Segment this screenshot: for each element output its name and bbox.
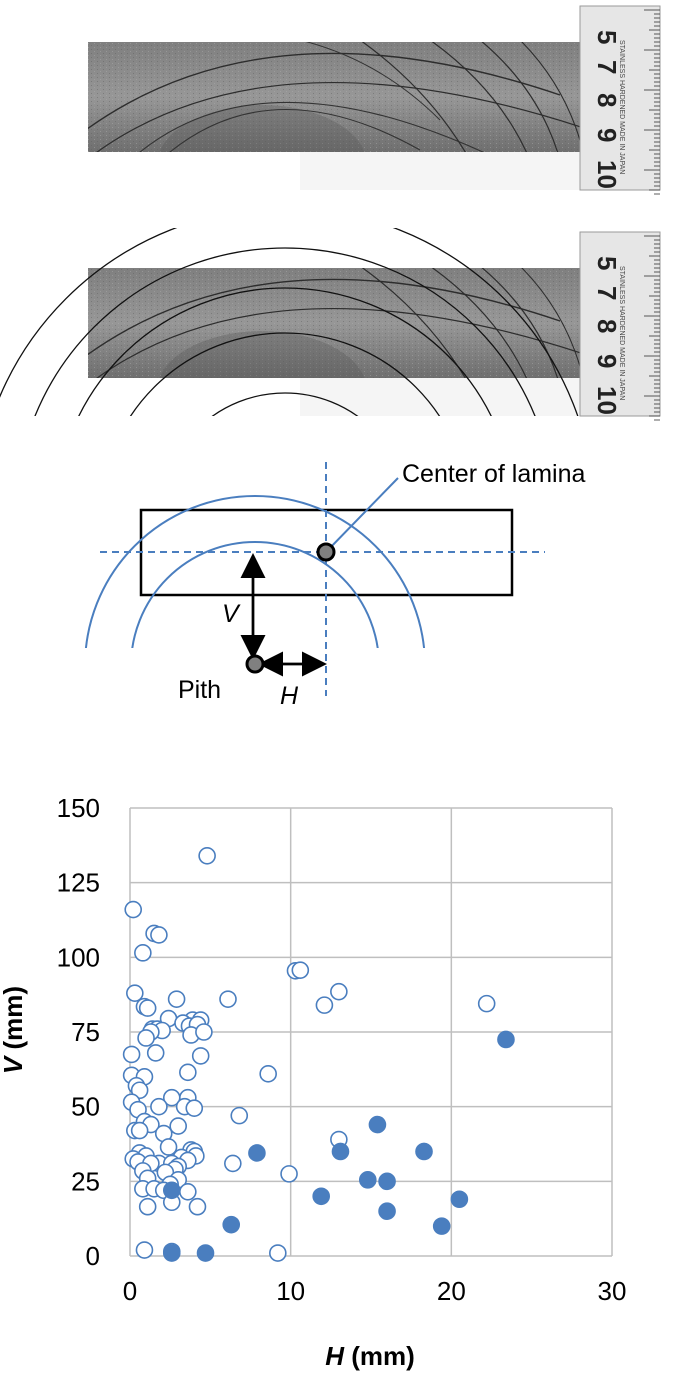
data-point-open	[179, 1063, 197, 1082]
pith-label: Pith	[178, 676, 221, 704]
data-point-open	[150, 1097, 168, 1116]
data-point-open	[179, 1182, 197, 1201]
lamina-wood	[88, 42, 580, 152]
x-tick-label: 20	[437, 1276, 466, 1306]
data-point-filled	[162, 1181, 181, 1200]
data-point-open	[124, 900, 143, 919]
data-point-open	[134, 944, 152, 962]
data-point-open	[191, 1047, 210, 1065]
ruler-digit: 5	[592, 30, 622, 44]
data-point-open	[122, 1045, 141, 1064]
data-point-filled	[378, 1172, 396, 1191]
ruler-brand-text: STAINLESS HARDENED MADE IN JAPAN	[618, 40, 625, 174]
ruler-brand-text: STAINLESS HARDENED MADE IN JAPAN	[618, 266, 625, 400]
fitted-ring-circles	[0, 228, 579, 416]
ruler-digit: 8	[592, 319, 622, 333]
ruler-digit: 9	[592, 128, 622, 142]
ring-arcs	[84, 495, 426, 648]
y-tick-label: 125	[57, 868, 100, 898]
h-label: H	[280, 682, 299, 710]
data-point-filled	[415, 1142, 433, 1161]
data-point-filled	[196, 1244, 215, 1262]
lamina-center-marker	[316, 542, 336, 562]
ruler: 5 7 8 9 10 STAINLESS HARDENED MADE IN JA…	[579, 231, 661, 421]
data-point-open	[195, 1023, 213, 1041]
pith-position-scatter-chart: 0 25 50 75 100 125 150 0 10 20 30 H (mm) V (mm)	[0, 793, 627, 1371]
x-axis-label: H (mm)	[325, 1341, 415, 1371]
ruler-digit: 7	[592, 60, 622, 74]
data-point-filled	[331, 1142, 350, 1161]
center-leader-line	[325, 477, 399, 553]
ruler-digit: 5	[592, 256, 622, 270]
data-point-open	[269, 1244, 287, 1262]
y-axis-label: V (mm)	[0, 986, 28, 1074]
lamina-photo-top: 5 7 8 9 10 STAINLESS HARDENED MADE IN JA…	[88, 0, 661, 195]
data-point-open	[280, 1165, 298, 1183]
ruler-digit: 7	[592, 286, 622, 300]
x-tick-label: 10	[276, 1276, 305, 1306]
data-point-filled	[358, 1171, 377, 1189]
data-point-open	[188, 1197, 207, 1216]
data-point-open	[198, 846, 216, 865]
data-point-open	[230, 1106, 249, 1125]
data-point-filled	[162, 1244, 181, 1262]
pith-offset-schematic: Center of lamina V H Pith	[84, 460, 586, 710]
center-of-lamina-label: Center of lamina	[402, 460, 586, 488]
data-point-open	[330, 982, 348, 1001]
data-point-filled	[222, 1215, 241, 1234]
x-tick-label: 0	[123, 1276, 137, 1306]
background-band-lower	[300, 150, 580, 190]
data-point-open	[150, 926, 168, 944]
pith-marker	[245, 654, 265, 674]
data-point-open	[138, 1197, 157, 1216]
y-axis-variable: V	[0, 1054, 28, 1074]
data-point-open	[224, 1154, 242, 1173]
data-point-open	[130, 1081, 149, 1100]
data-point-filled	[312, 1187, 330, 1206]
data-point-open	[130, 1121, 149, 1140]
background-band-lower	[300, 376, 580, 416]
lamina-photo-rings: 5 7 8 9 10 STAINLESS HARDENED MADE IN JA…	[0, 228, 661, 421]
x-axis-variable: H	[325, 1341, 345, 1371]
ruler-digit: 9	[592, 354, 622, 368]
y-tick-labels: 0 25 50 75 100 125 150	[57, 793, 100, 1271]
data-point-open	[126, 984, 144, 1002]
data-point-open	[291, 961, 310, 979]
lamina-wood	[88, 268, 580, 378]
x-tick-label: 30	[598, 1276, 627, 1306]
data-point-open	[159, 1138, 178, 1156]
data-point-filled	[368, 1115, 387, 1134]
y-tick-label: 25	[71, 1166, 100, 1196]
y-tick-label: 0	[86, 1241, 100, 1271]
x-tick-labels: 0 10 20 30	[123, 1276, 627, 1306]
y-tick-label: 50	[71, 1092, 100, 1122]
data-point-filled	[497, 1030, 515, 1049]
data-point-open	[315, 996, 334, 1014]
data-point-open	[185, 1099, 204, 1117]
chart-points	[122, 846, 515, 1262]
data-point-open	[259, 1065, 277, 1083]
data-point-open	[477, 994, 496, 1013]
data-point-open	[135, 1241, 154, 1259]
data-point-filled	[432, 1217, 451, 1235]
ruler-digit: 8	[592, 93, 622, 107]
v-label: V	[222, 600, 241, 628]
x-axis-unit: (mm)	[344, 1341, 415, 1371]
y-axis-unit: (mm)	[0, 986, 28, 1057]
y-tick-label: 75	[71, 1017, 100, 1047]
data-point-filled	[450, 1190, 469, 1209]
data-point-filled	[248, 1144, 266, 1162]
data-point-filled	[378, 1202, 396, 1221]
y-tick-label: 100	[57, 942, 100, 972]
data-point-open	[138, 999, 157, 1017]
data-point-open	[169, 1117, 187, 1135]
ruler-digit: 10	[592, 160, 622, 189]
data-point-open	[167, 990, 186, 1008]
data-point-open	[219, 990, 237, 1008]
data-point-open	[137, 1029, 155, 1047]
ruler: 5 7 8 9 10 STAINLESS HARDENED MADE IN JA…	[579, 5, 661, 195]
ruler-digit: 10	[592, 386, 622, 415]
data-point-open	[146, 1044, 165, 1062]
y-tick-label: 150	[57, 793, 100, 823]
